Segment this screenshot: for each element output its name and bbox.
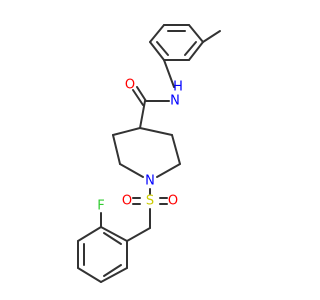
bond	[202, 30, 221, 43]
bond	[77, 267, 102, 283]
bond	[156, 163, 181, 178]
bond	[100, 267, 128, 283]
bond	[103, 232, 122, 245]
bond	[188, 41, 204, 61]
bond	[126, 227, 151, 242]
bond	[103, 264, 122, 277]
bond	[149, 41, 165, 61]
bond	[188, 24, 204, 43]
bond	[149, 24, 165, 43]
bond	[112, 127, 141, 136]
bond-layer	[77, 24, 221, 283]
bond	[100, 226, 128, 242]
bond	[132, 89, 144, 106]
bond	[139, 100, 146, 129]
bond	[77, 226, 102, 242]
molecule-canvas: O N H N S O O F	[77, 24, 221, 283]
bond	[184, 41, 197, 56]
sulfonyl-sulfur-label: S	[146, 194, 154, 209]
sulfonyl-oxygen-right-label: O	[168, 194, 178, 209]
sulfonyl-oxygen-left-label: O	[122, 194, 132, 209]
bond	[171, 134, 181, 165]
bond	[136, 86, 147, 102]
amide-oxygen-label: O	[125, 78, 135, 93]
atom-label-layer: O N H N S O O F	[97, 78, 183, 214]
bond	[112, 134, 121, 165]
fluorine-label: F	[97, 199, 104, 214]
amide-hydrogen-label: H	[173, 80, 183, 95]
bond	[156, 41, 169, 56]
bond	[163, 59, 175, 88]
molecule-diagram: O N H N S O O F	[77, 24, 221, 283]
bond	[139, 127, 173, 136]
bond	[119, 163, 144, 178]
piperidine-nitrogen-label: N	[145, 174, 155, 189]
amide-nitrogen-label: N	[170, 94, 180, 109]
